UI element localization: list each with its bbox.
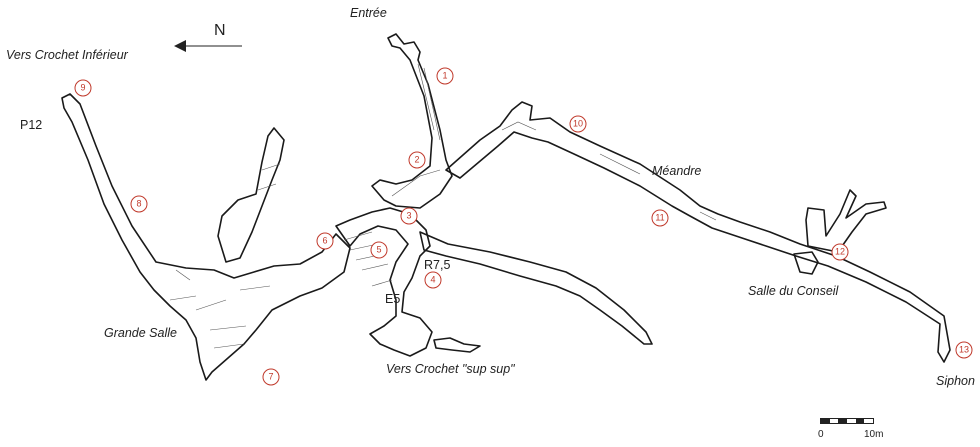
north-letter: N	[214, 22, 226, 39]
meandre-passage	[445, 101, 951, 363]
label-grande-salle: Grande Salle	[104, 326, 177, 340]
station-marker: 13	[955, 341, 973, 359]
scale-start: 0	[818, 429, 824, 440]
station-marker: 8	[130, 195, 148, 213]
scale-bar: 0 10m	[818, 414, 890, 444]
r75-passage	[419, 231, 653, 345]
label-meandre: Méandre	[652, 164, 702, 178]
station-marker: 4	[424, 271, 442, 289]
station-marker: 3	[400, 207, 418, 225]
conseil-branches	[805, 189, 887, 253]
station-marker: 10	[569, 115, 587, 133]
scale-graphic	[820, 418, 874, 424]
label-e5: E5	[385, 292, 401, 306]
station-marker: 7	[262, 368, 280, 386]
label-entree: Entrée	[350, 6, 387, 20]
station-marker: 11	[651, 209, 669, 227]
label-salle-du-conseil: Salle du Conseil	[748, 284, 839, 298]
arrow-left-icon	[174, 40, 242, 52]
station-marker: 2	[408, 151, 426, 169]
label-p12: P12	[20, 118, 43, 132]
station-marker: 6	[316, 232, 334, 250]
station-marker: 12	[831, 243, 849, 261]
station-marker: 9	[74, 79, 92, 97]
label-r75: R7,5	[424, 258, 451, 272]
label-vers-crochet-sup-sup: Vers Crochet "sup sup"	[386, 362, 515, 376]
north-branch	[217, 127, 285, 263]
central-junction	[335, 207, 433, 357]
scale-end: 10m	[864, 429, 884, 440]
label-vers-crochet-inferieur: Vers Crochet Inférieur	[6, 48, 128, 62]
grande-salle	[61, 93, 351, 381]
label-siphon: Siphon	[936, 374, 975, 388]
north-arrow: N	[172, 22, 244, 64]
entrance-passage	[371, 33, 453, 209]
station-marker: 1	[436, 67, 454, 85]
station-marker: 5	[370, 241, 388, 259]
